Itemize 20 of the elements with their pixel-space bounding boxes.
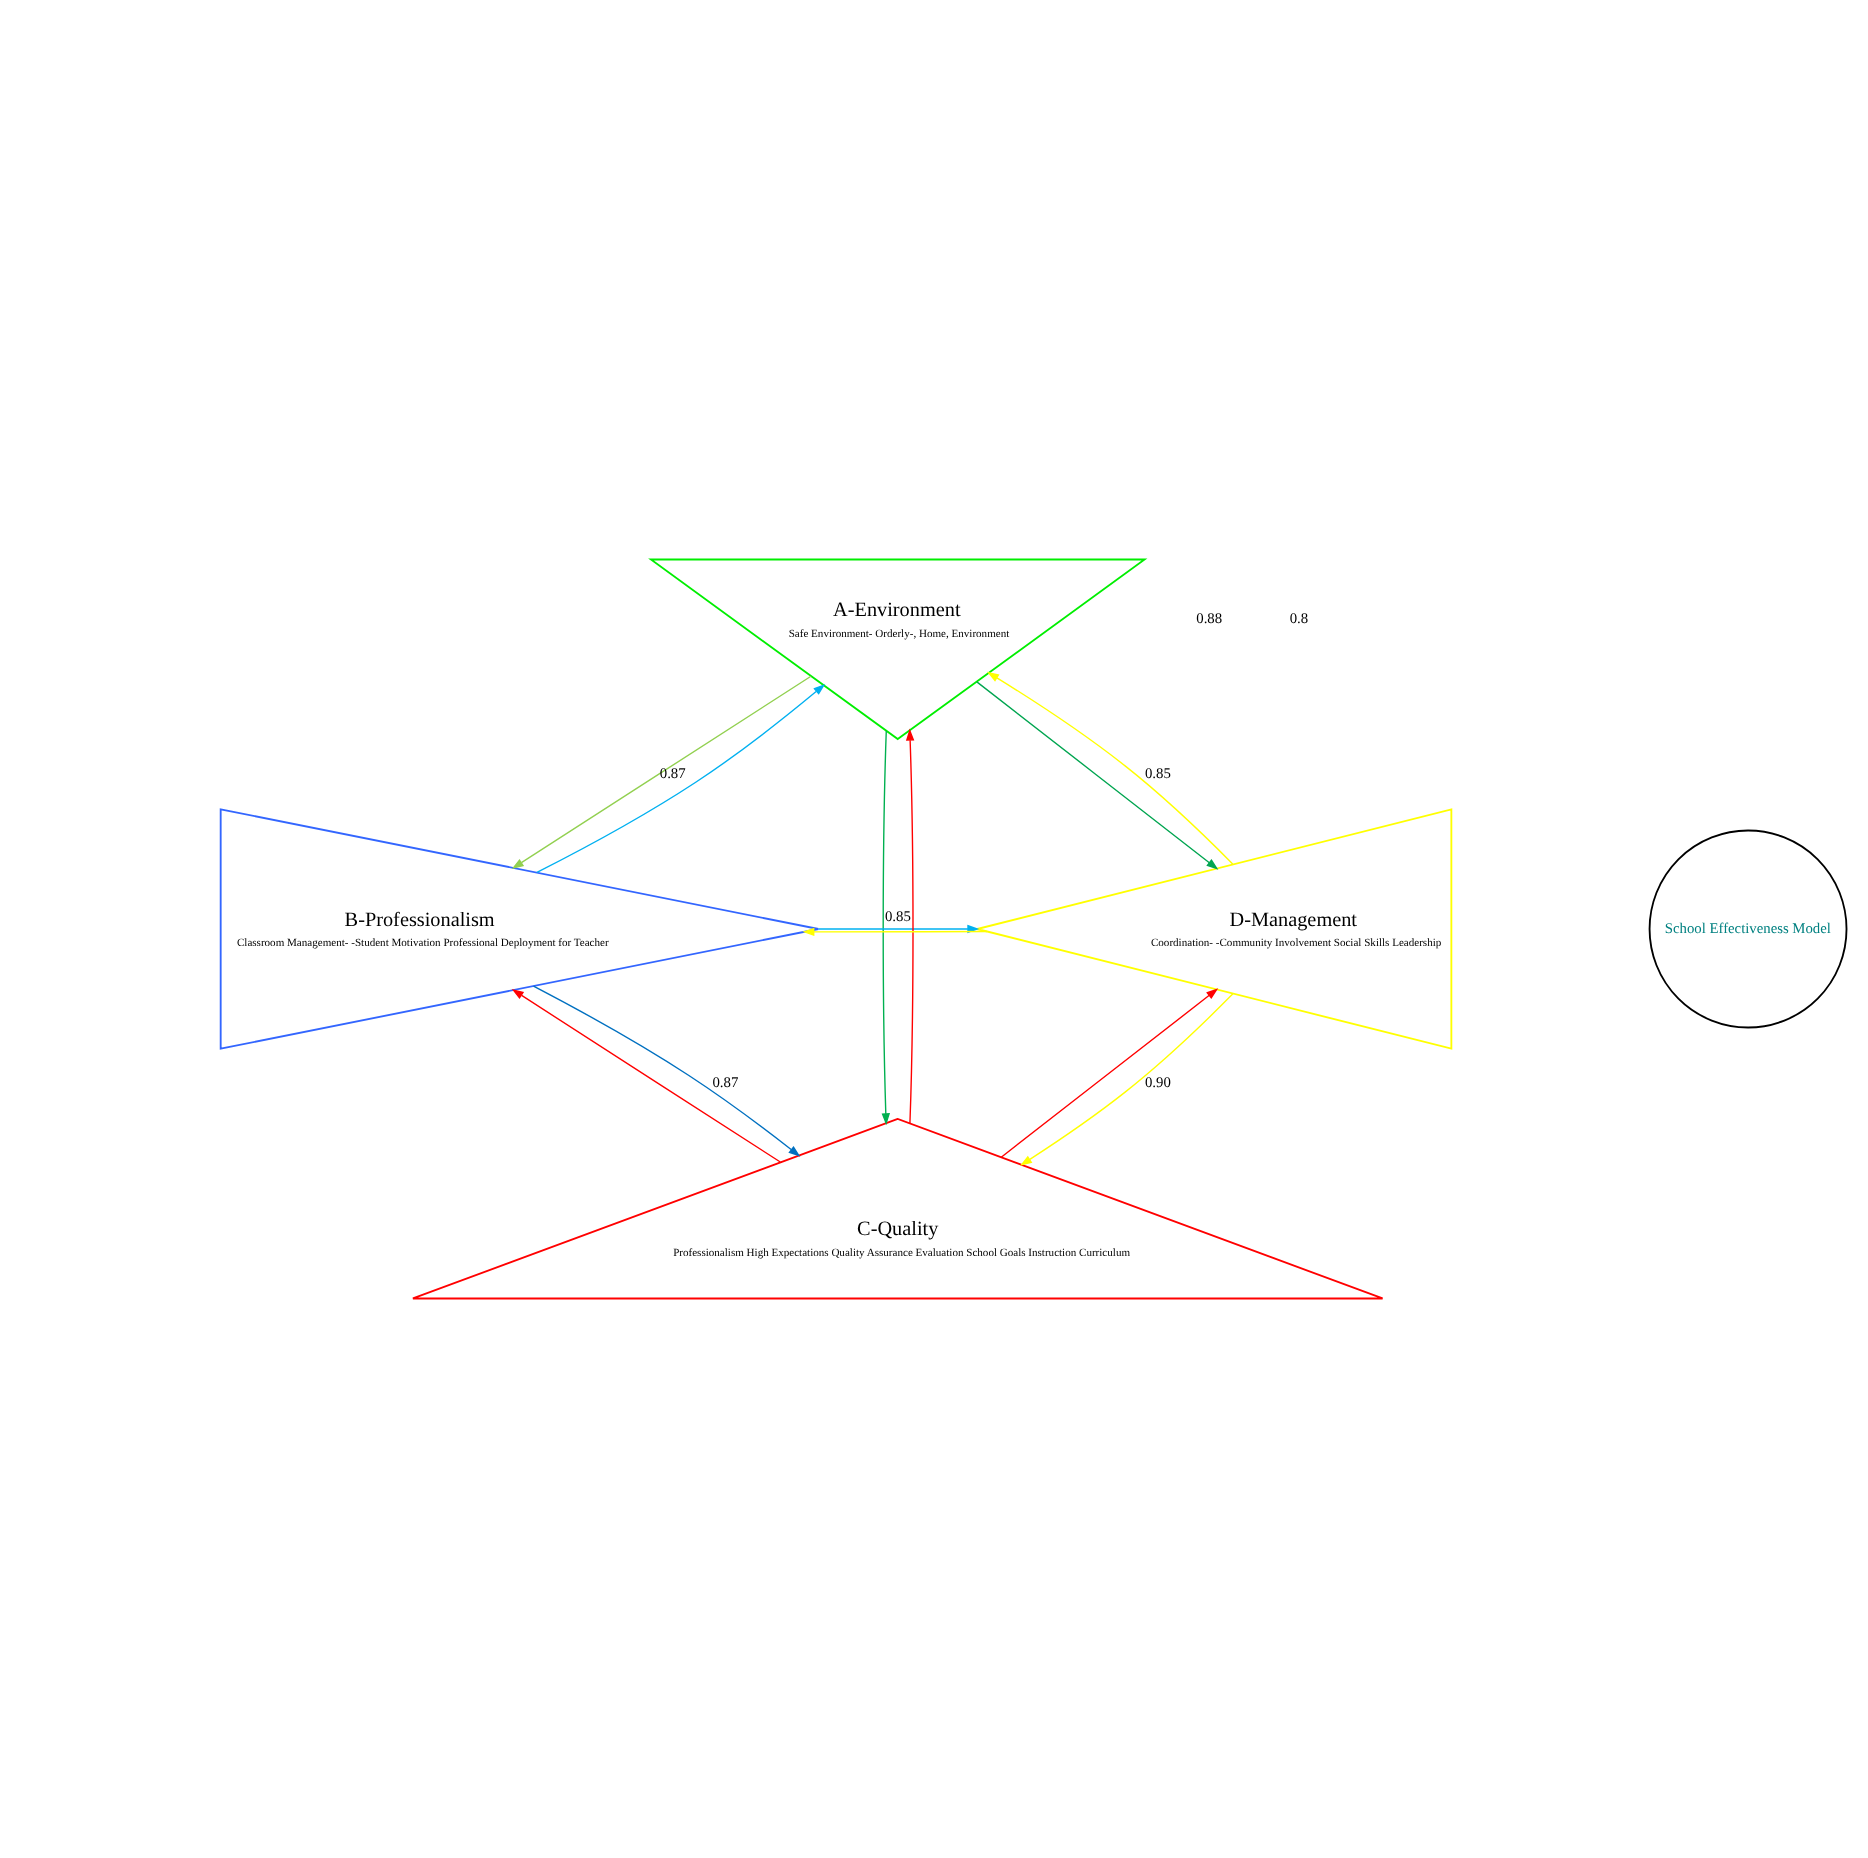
arrow: [511, 989, 781, 1163]
label: 0.88: [1196, 608, 1223, 627]
arrow: [1000, 988, 1219, 1158]
label: 0.8: [1289, 608, 1309, 627]
edge-label: 0.87: [712, 1073, 739, 1092]
edge-label: 0.90: [1145, 1073, 1171, 1092]
arrow: [532, 985, 801, 1157]
arrow: [881, 730, 890, 1126]
arrow: [905, 728, 915, 1124]
edge-label: 0.85: [1145, 763, 1171, 782]
arrow: [511, 675, 812, 869]
arrow: [987, 671, 1234, 865]
node-circle: School Effectiveness Model: [1648, 829, 1848, 1029]
arrow: [536, 683, 826, 874]
arrow: [802, 927, 988, 937]
edge-label: 0.85: [885, 907, 911, 926]
arrow: [1020, 993, 1234, 1166]
arrow: [976, 681, 1219, 870]
edge-label: 0.87: [659, 763, 686, 782]
arrow: [817, 924, 980, 934]
